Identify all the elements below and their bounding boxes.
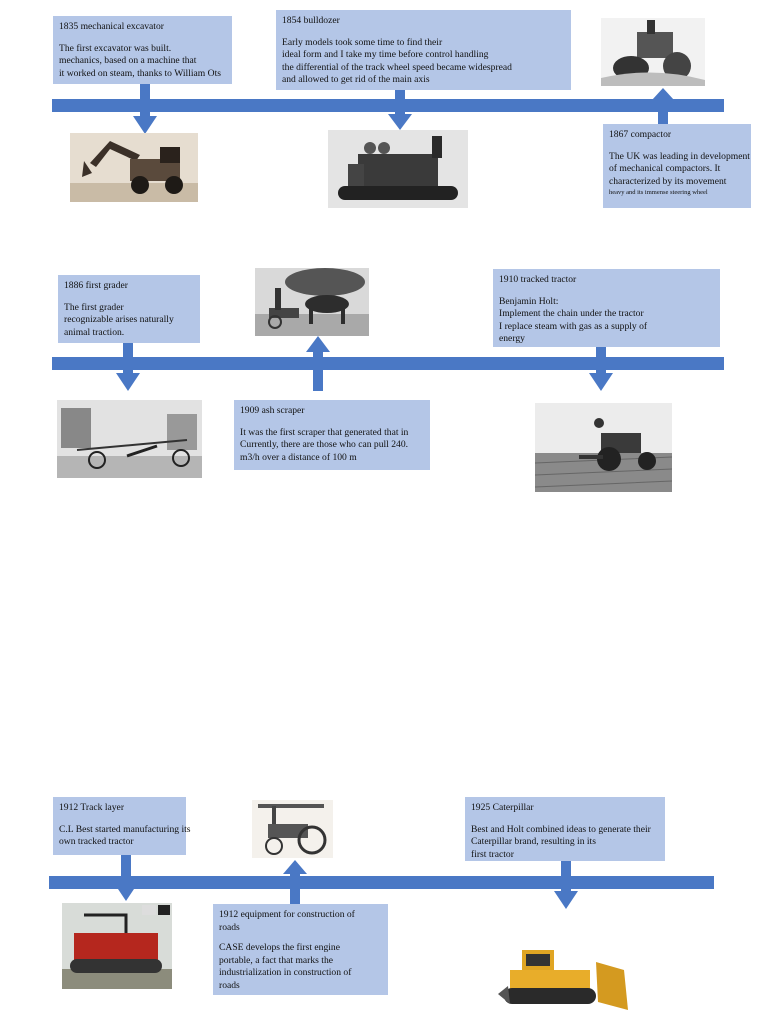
event-title: 1912 equipment for construction of: [219, 909, 355, 920]
grader-photo: [57, 400, 202, 478]
event-box-1925: 1925 Caterpillar Best and Holt combined …: [465, 797, 665, 861]
arrow-down-icon: [554, 861, 578, 909]
arrow-up-icon: [306, 336, 330, 391]
event-title: 1909 ash scraper: [240, 405, 305, 416]
event-text: m3/h over a distance of 100 m: [240, 451, 357, 463]
event-title: 1925 Caterpillar: [471, 802, 534, 813]
event-text: heavy and its immense steering wheel: [609, 189, 708, 197]
event-text: C.L Best started manufacturing its: [59, 823, 191, 835]
event-text: The first excavator was built.: [59, 42, 172, 54]
timeline-bar-1: [52, 99, 724, 112]
event-text: The UK was leading in development: [609, 150, 750, 162]
event-text: portable, a fact that marks the: [219, 954, 334, 966]
arrow-up-icon: [652, 88, 674, 124]
event-title: 1835 mechanical excavator: [59, 21, 164, 32]
event-box-1867: 1867 compactor The UK was leading in dev…: [603, 124, 751, 208]
event-text: Implement the chain under the tractor: [499, 308, 644, 320]
arrow-down-icon: [388, 90, 412, 130]
event-box-1912-track-layer: 1912 Track layer C.L Best started manufa…: [53, 797, 191, 855]
compactor-photo: [601, 18, 705, 86]
event-text: industrialization in construction of: [219, 967, 352, 979]
event-text: Currently, there are those who can pull …: [240, 439, 409, 451]
event-text: first tractor: [471, 848, 514, 860]
event-text: Best and Holt combined ideas to generate…: [471, 823, 651, 835]
arrow-down-icon: [116, 343, 140, 391]
event-text: mechanics, based on a machine that: [59, 55, 197, 67]
event-title: 1867 compactor: [609, 129, 672, 140]
event-text: The first grader: [64, 301, 124, 313]
timeline-bar-3: [49, 876, 714, 889]
event-text: recognizable arises naturally: [64, 314, 174, 326]
event-box-1886: 1886 first grader The first grader recog…: [58, 275, 200, 343]
event-text: CASE develops the first engine: [219, 942, 340, 954]
event-text: it worked on steam, thanks to William Ot…: [59, 67, 221, 79]
event-text: ideal form and I take my time before con…: [282, 49, 489, 61]
caterpillar-bulldozer-photo: [498, 940, 632, 1015]
event-box-1912-road-equipment: 1912 equipment for construction of roads…: [213, 904, 388, 995]
event-text: I replace steam with gas as a supply of: [499, 320, 648, 332]
event-box-1854: 1854 bulldozer Early models took some ti…: [276, 10, 571, 90]
bulldozer-photo: [328, 130, 468, 208]
arrow-down-icon: [114, 855, 138, 901]
arrow-down-icon: [133, 84, 157, 134]
horse-scraper-photo: [255, 268, 369, 336]
event-text: the differential of the track wheel spee…: [282, 61, 512, 73]
steam-engine-photo: [252, 800, 333, 858]
timeline-bar-2: [52, 357, 724, 370]
arrow-down-icon: [589, 347, 613, 391]
event-box-1909: 1909 ash scraper It was the first scrape…: [234, 400, 430, 470]
event-text: energy: [499, 333, 525, 345]
event-text: characterized by its movement: [609, 175, 727, 187]
event-title: 1912 Track layer: [59, 802, 125, 813]
event-title: 1910 tracked tractor: [499, 274, 577, 285]
event-box-1835: 1835 mechanical excavator The first exca…: [53, 16, 232, 84]
event-text: Caterpillar brand, resulting in its: [471, 836, 596, 848]
event-text: and allowed to get rid of the main axis: [282, 74, 430, 86]
event-title: roads: [219, 921, 240, 933]
event-text: Benjamin Holt:: [499, 295, 559, 307]
event-title: 1854 bulldozer: [282, 15, 340, 26]
excavator-photo: [70, 133, 198, 202]
event-text: animal traction.: [64, 326, 125, 338]
event-text: It was the first scraper that generated …: [240, 426, 409, 438]
event-text: of mechanical compactors. It: [609, 163, 721, 175]
event-box-1910: 1910 tracked tractor Benjamin Holt: Impl…: [493, 269, 720, 347]
track-layer-photo: [62, 903, 172, 989]
arrow-up-icon: [283, 860, 307, 904]
tracked-tractor-photo: [535, 403, 672, 492]
event-text: roads: [219, 979, 240, 991]
event-text: own tracked tractor: [59, 836, 134, 848]
event-text: Early models took some time to find thei…: [282, 36, 443, 48]
event-title: 1886 first grader: [64, 280, 128, 291]
